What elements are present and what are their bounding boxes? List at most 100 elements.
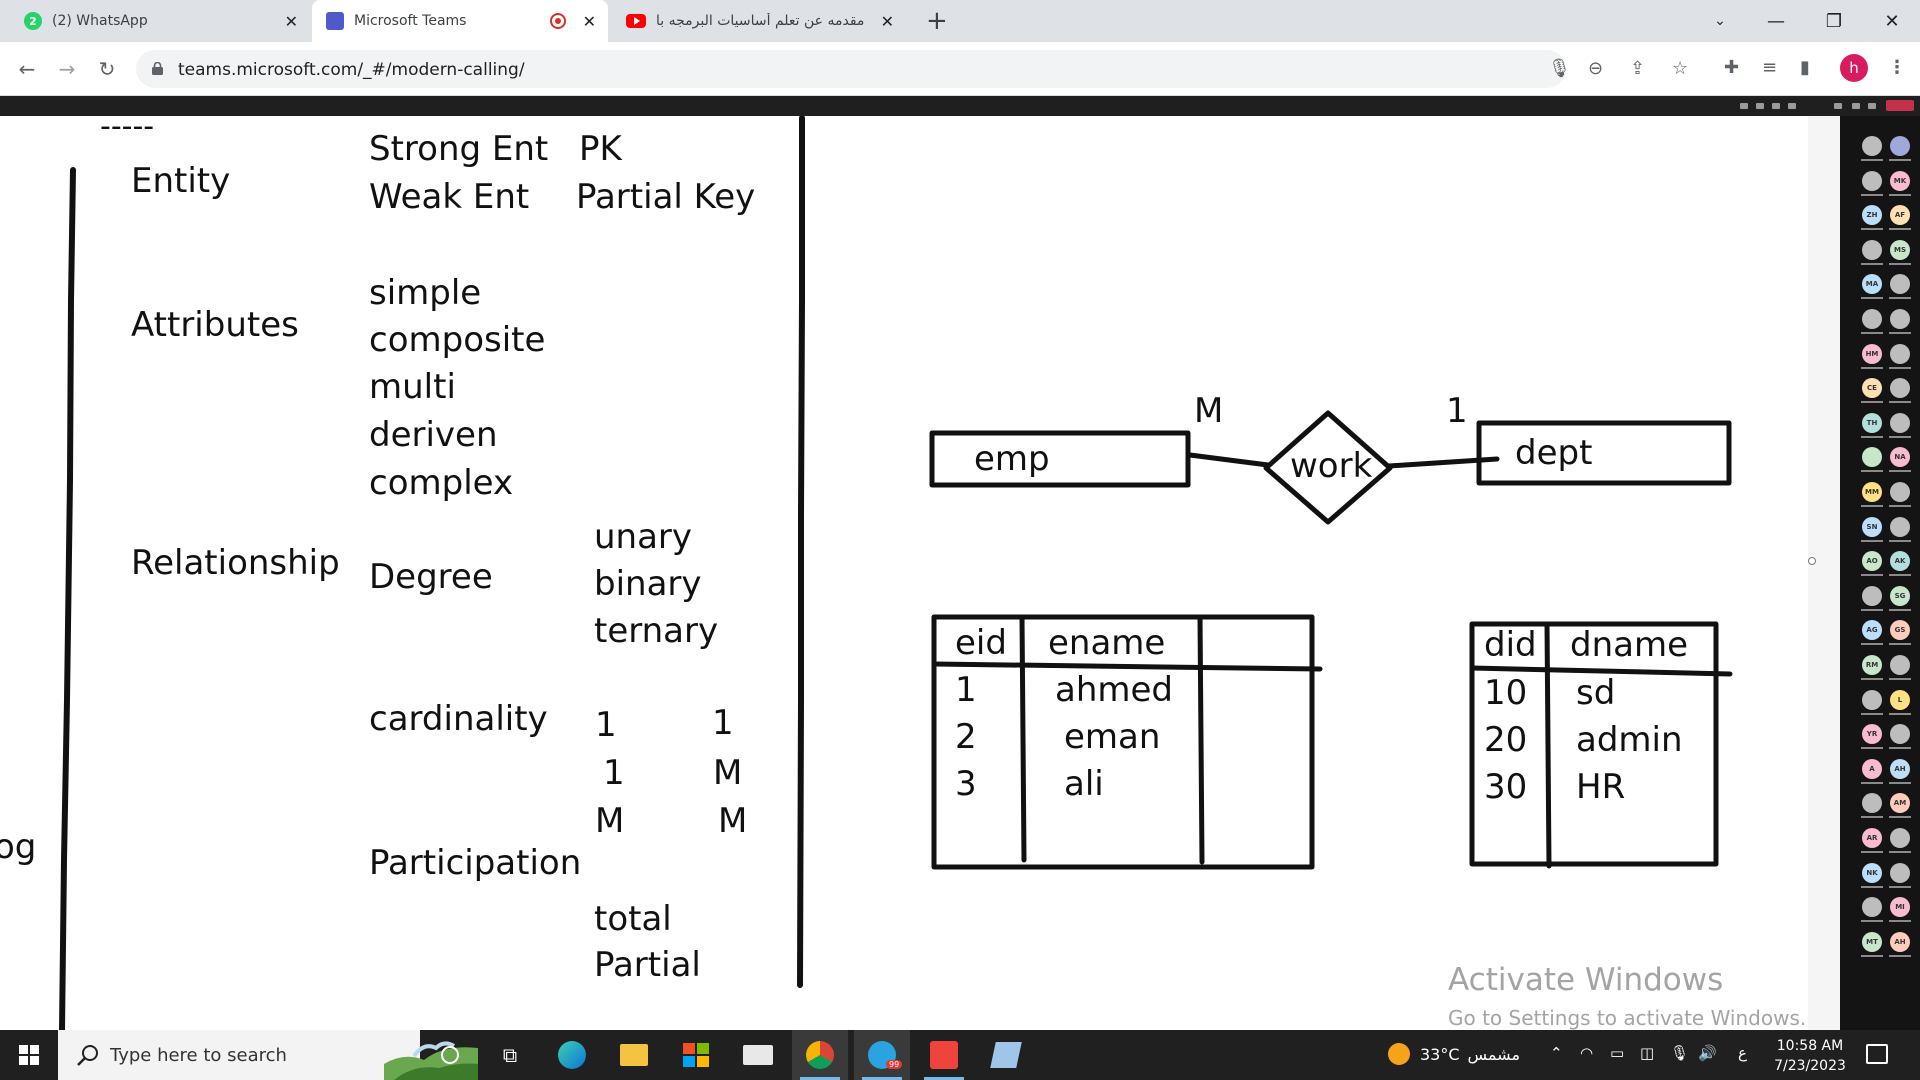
widgets-button[interactable]: ⧉	[482, 1030, 538, 1080]
meeting-control-icon[interactable]	[1788, 103, 1796, 109]
participant-avatar[interactable]	[1890, 862, 1910, 883]
task-view-button[interactable]	[422, 1030, 478, 1080]
start-button[interactable]	[0, 1030, 58, 1080]
participant-avatar[interactable]	[1862, 793, 1882, 814]
participant-avatar[interactable]: HM	[1862, 343, 1882, 364]
zoom-icon[interactable]: ⊖	[1588, 58, 1604, 79]
participant-avatar[interactable]	[1890, 274, 1910, 295]
participant-avatar[interactable]: SN	[1862, 516, 1882, 537]
participant-avatar[interactable]: MA	[1862, 274, 1882, 295]
anydesk-app[interactable]	[916, 1030, 972, 1080]
close-tab-icon[interactable]: ✕	[582, 12, 596, 31]
meeting-control-icon[interactable]	[1756, 103, 1764, 109]
resize-handle-icon[interactable]	[1808, 557, 1816, 565]
participant-avatar[interactable]	[1890, 343, 1910, 364]
meeting-control-icon[interactable]	[1834, 103, 1842, 109]
participant-avatar[interactable]	[1890, 309, 1910, 329]
participant-avatar[interactable]: MI	[1890, 897, 1910, 918]
participant-avatar[interactable]: NA	[1890, 447, 1910, 468]
tab-search-icon[interactable]: ⌄	[1714, 13, 1726, 29]
camera-icon[interactable]: ◫	[1640, 1044, 1655, 1062]
taskbar-search-box[interactable]: Type here to search	[58, 1030, 478, 1080]
participant-avatar[interactable]	[1890, 724, 1910, 745]
minimize-icon[interactable]: —	[1767, 10, 1785, 32]
restore-icon[interactable]: ❐	[1825, 10, 1843, 32]
wifi-icon[interactable]: ◠	[1580, 1044, 1594, 1062]
participant-avatar[interactable]: SG	[1890, 585, 1910, 606]
mail-app[interactable]	[730, 1030, 786, 1080]
side-panel-icon[interactable]: ▮	[1800, 57, 1810, 78]
participant-avatar[interactable]: L	[1890, 689, 1910, 710]
reload-icon[interactable]: ↻	[98, 57, 116, 81]
participant-avatar[interactable]: AR	[1862, 828, 1882, 848]
leave-call-button[interactable]	[1886, 100, 1914, 111]
participant-avatar[interactable]	[1862, 170, 1882, 191]
new-tab-button[interactable]: +	[926, 6, 948, 36]
participant-avatar[interactable]: CE	[1862, 378, 1882, 399]
telegram-app[interactable]: 99	[854, 1030, 910, 1080]
edge-app[interactable]	[544, 1030, 600, 1080]
tray-chevron-icon[interactable]: ⌃	[1550, 1044, 1563, 1062]
participant-avatar[interactable]	[1890, 516, 1910, 537]
notification-icon[interactable]	[1866, 1044, 1888, 1064]
participant-avatar[interactable]: MK	[1890, 170, 1910, 191]
participant-avatar[interactable]	[1862, 136, 1882, 156]
participant-avatar[interactable]: YR	[1862, 724, 1882, 745]
participant-avatar[interactable]: TH	[1862, 412, 1882, 433]
participant-avatar[interactable]	[1862, 447, 1882, 468]
participant-avatar[interactable]: MT	[1862, 931, 1882, 952]
participant-avatar[interactable]: AH	[1890, 758, 1910, 779]
meeting-control-icon[interactable]	[1852, 103, 1860, 109]
participant-avatar[interactable]	[1890, 412, 1910, 433]
close-tab-icon[interactable]: ✕	[284, 12, 298, 31]
participant-avatar[interactable]	[1862, 897, 1882, 918]
close-tab-icon[interactable]: ✕	[880, 12, 894, 31]
participant-avatar[interactable]	[1890, 136, 1910, 156]
meeting-control-icon[interactable]	[1868, 103, 1876, 109]
file-explorer-app[interactable]	[606, 1030, 662, 1080]
weather-widget[interactable]: 33°C مشمس	[1388, 1043, 1520, 1065]
participant-avatar[interactable]	[1862, 239, 1882, 260]
participant-avatar[interactable]: GS	[1890, 620, 1910, 641]
participant-avatar[interactable]: ZH	[1862, 205, 1882, 226]
store-app[interactable]	[668, 1030, 724, 1080]
back-arrow-icon[interactable]: ←	[18, 57, 36, 81]
participant-avatar[interactable]: AK	[1890, 551, 1910, 572]
tab-whatsapp[interactable]: 2 (2) WhatsApp ✕	[10, 0, 310, 42]
notes-app[interactable]	[978, 1030, 1034, 1080]
participant-avatar[interactable]: AG	[1862, 620, 1882, 641]
participant-avatar[interactable]: AO	[1862, 551, 1882, 572]
participant-avatar[interactable]	[1890, 378, 1910, 399]
close-window-icon[interactable]: ✕	[1884, 10, 1900, 32]
participant-avatar[interactable]: RM	[1862, 655, 1882, 675]
participant-avatar[interactable]	[1862, 585, 1882, 606]
tab-youtube[interactable]: مقدمه عن تعلم أساسيات البرمجه با ✕	[612, 0, 906, 42]
forward-arrow-icon[interactable]: →	[58, 57, 76, 81]
address-bar[interactable]: teams.microsoft.com/_#/modern-calling/ 🎙…	[136, 50, 1688, 88]
participant-avatar[interactable]: MS	[1890, 239, 1910, 260]
participant-avatar[interactable]	[1890, 828, 1910, 848]
meeting-control-icon[interactable]	[1772, 103, 1780, 109]
volume-icon[interactable]: 🔊	[1698, 1044, 1717, 1062]
microphone-icon[interactable]: 🎙	[1548, 58, 1571, 79]
participant-avatar[interactable]: AM	[1890, 793, 1910, 814]
language-indicator[interactable]: ع	[1738, 1044, 1747, 1062]
participant-avatar[interactable]: AF	[1890, 205, 1910, 226]
profile-avatar[interactable]: h	[1840, 54, 1868, 82]
reading-list-icon[interactable]: ≡	[1762, 57, 1778, 78]
participant-avatar[interactable]	[1862, 309, 1882, 329]
meeting-control-icon[interactable]	[1740, 103, 1748, 109]
share-icon[interactable]: ⇪	[1630, 58, 1646, 79]
participant-avatar[interactable]: AH	[1890, 931, 1910, 952]
battery-icon[interactable]: ▭	[1610, 1044, 1625, 1062]
chrome-app[interactable]	[792, 1030, 848, 1080]
participant-avatar[interactable]: MM	[1862, 482, 1882, 502]
participant-avatar[interactable]	[1862, 689, 1882, 710]
participant-avatar[interactable]: NK	[1862, 862, 1882, 883]
participant-avatar[interactable]	[1890, 655, 1910, 675]
system-clock[interactable]: 10:58 AM 7/23/2023	[1766, 1036, 1854, 1076]
extensions-icon[interactable]: ✚	[1724, 57, 1740, 78]
menu-dots-icon[interactable]: ⋮	[1888, 57, 1906, 78]
tab-microsoft-teams[interactable]: Microsoft Teams ✕	[312, 0, 608, 42]
participant-avatar[interactable]	[1890, 482, 1910, 502]
